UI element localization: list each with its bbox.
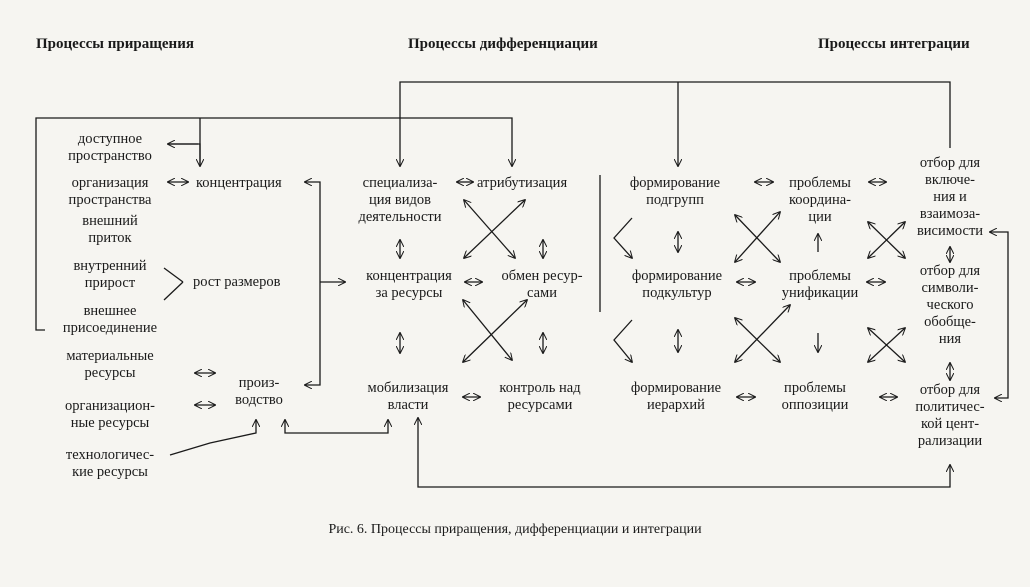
node-internal-growth: внутренний прирост (73, 258, 147, 291)
header-differentiation: Процессы дифференциации (408, 36, 598, 52)
node-size-growth: рост размеров (193, 274, 281, 290)
node-resource-concentration: концентрация за ресурсы (366, 268, 452, 301)
node-subgroup-formation: формирование подгрупп (629, 175, 721, 208)
node-external-accession: внешнее присоединение (62, 303, 158, 336)
node-unification-problems: проблемы унификации (781, 268, 859, 301)
node-external-inflow: внешний приток (82, 213, 138, 246)
node-power-mobilization: мобилизация власти (367, 380, 449, 413)
node-attribution: атрибутизация (477, 175, 568, 191)
node-production: произ- водство (235, 375, 283, 408)
header-increment: Процессы приращения (36, 36, 194, 52)
figure-caption: Рис. 6. Процессы приращения, дифференциа… (328, 522, 702, 537)
node-hierarchy-formation: формирование иерархий (630, 380, 722, 413)
node-material-resources: материальные ресурсы (66, 348, 154, 381)
node-opposition-problems: проблемы оппозиции (781, 380, 849, 413)
node-subculture-formation: формирование подкультур (631, 268, 723, 301)
node-specialization: специализа- ция видов деятельности (358, 175, 442, 225)
node-space-organization: организация пространства (68, 175, 152, 208)
node-resource-exchange: обмен ресур- сами (501, 268, 583, 301)
node-selection-inclusion: отбор для включе- ния и взаимоза- висимо… (916, 155, 984, 239)
node-resource-control: контроль над ресурсами (499, 380, 581, 413)
node-technological-resources: технологичес- кие ресурсы (65, 447, 155, 480)
header-integration: Процессы интеграции (818, 36, 970, 52)
node-accessible-space: доступное пространство (68, 131, 152, 164)
node-selection-symbolic: отбор для символи- ческого обобще- ния (919, 263, 981, 347)
node-organizational-resources: организацион- ные ресурсы (65, 398, 155, 431)
node-concentration: концентрация (196, 175, 282, 191)
node-coordination-problems: проблемы координа- ции (788, 175, 852, 225)
